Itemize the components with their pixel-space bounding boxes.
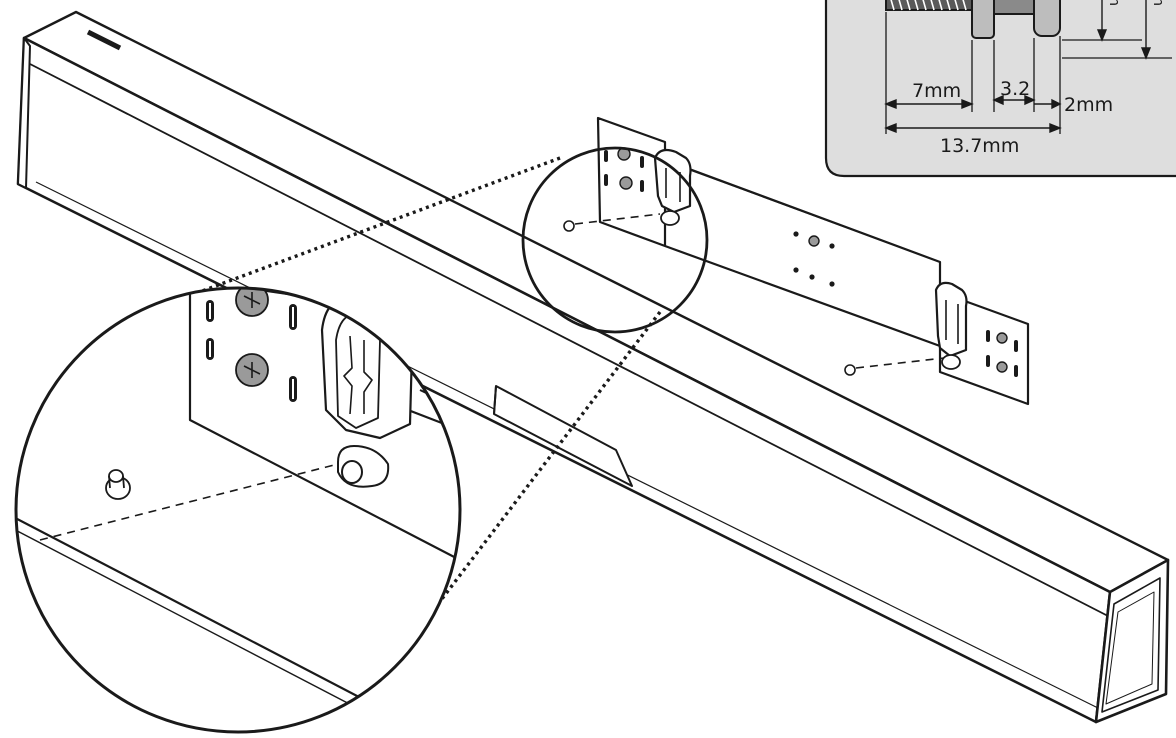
zoom-connectors [177, 156, 662, 614]
mounting-stud-icon [660, 210, 961, 370]
screw-icon [808, 235, 820, 247]
bracket-center-holes [793, 231, 835, 287]
screw-icon [996, 332, 1008, 373]
dimension-inset: 7mm 3.2 2mm 13.7mm u u [824, 0, 1176, 178]
alignment-lines [574, 213, 945, 369]
soundbar [16, 10, 1170, 724]
bracket-slots-left [604, 150, 644, 192]
mounting-stud-icon [563, 220, 856, 376]
screw-thread-icon [885, 0, 1061, 39]
keyhole-slot-icon [934, 281, 968, 358]
dim-label-cropped-2: u [1150, 0, 1166, 6]
dim-label-cropped-1: u [1106, 0, 1122, 6]
screw-icon [617, 147, 633, 190]
wall-bracket [596, 116, 1030, 406]
dim-label-7mm: 7mm [912, 80, 961, 102]
logo-badge [86, 29, 122, 51]
keyhole-slot-icon [653, 148, 692, 214]
mounting-stud-icon [105, 469, 131, 500]
magnifier-circle [521, 146, 709, 334]
dim-label-2mm: 2mm [1064, 94, 1113, 116]
dim-label-13-7mm: 13.7mm [940, 135, 1019, 157]
dim-label-3-2: 3.2 [1000, 78, 1030, 100]
mounting-stud-icon [337, 445, 390, 488]
bracket-slots-right [986, 330, 1018, 377]
